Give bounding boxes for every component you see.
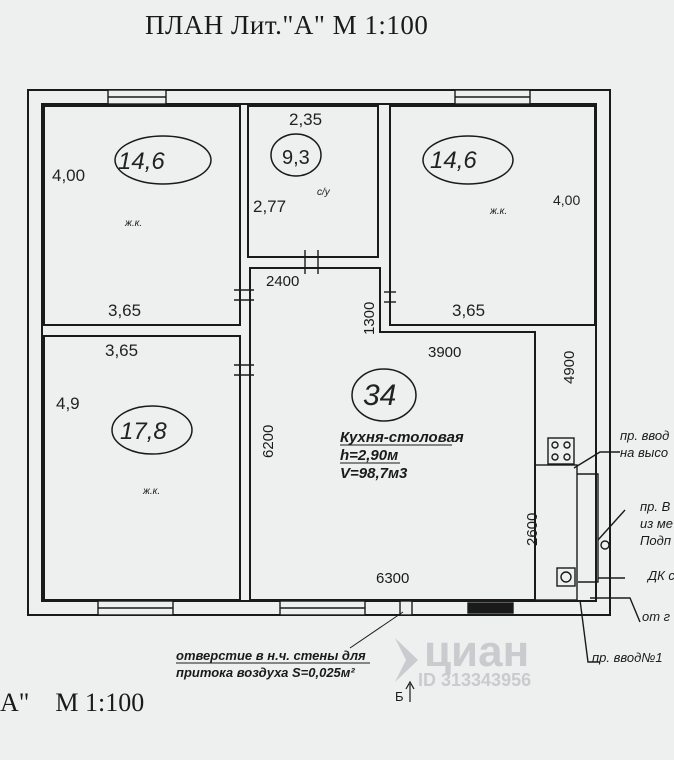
footer-quote: А" — [0, 688, 30, 717]
gas-b-line1: пр. В — [640, 499, 671, 514]
room-wc-outline — [247, 105, 379, 258]
kitchen-name: Кухня-столовая — [340, 429, 464, 446]
dim-kitchen-width-top: 3900 — [428, 344, 461, 361]
type-wc: с/у — [317, 187, 331, 198]
door-ticks — [234, 250, 396, 376]
footer-scale-text: М 1:100 — [55, 688, 145, 717]
dim-equipment-height: 2600 — [524, 513, 541, 546]
area-top-left: 14,6 — [118, 148, 165, 175]
kitchen-equipment — [534, 437, 641, 663]
watermark-logo-icon — [395, 638, 418, 682]
vent-note-line2: притока воздуха S=0,025м² — [176, 665, 355, 680]
kitchen-volume: V=98,7м3 — [340, 465, 408, 482]
dim-corridor-width: 2400 — [266, 273, 299, 290]
gas-b-line2: из ме — [640, 516, 673, 531]
watermark-id: ID 313343956 — [418, 670, 531, 690]
watermark: циан ID 313343956 — [395, 627, 531, 690]
type-top-left: ж.к. — [124, 218, 142, 229]
area-bottom-left: 17,8 — [120, 418, 167, 445]
gas-b-line3: Подп — [640, 533, 671, 548]
type-bottom-left: ж.к. — [142, 486, 160, 497]
room-top-right-outline — [389, 105, 596, 326]
width-top-right: 3,65 — [452, 301, 485, 320]
width-top-left: 3,65 — [108, 301, 141, 320]
width-bottom-left: 3,65 — [105, 341, 138, 360]
dim-kitchen-height-left: 6200 — [260, 425, 277, 458]
interior-walls — [43, 105, 596, 601]
height-wc: 2,77 — [253, 197, 286, 216]
area-wc: 9,3 — [282, 147, 310, 169]
gas-in-line2: на высо — [620, 445, 668, 460]
footer-scale: А" М 1:100 — [0, 688, 144, 718]
dk-note: ДК с — [646, 568, 674, 583]
watermark-brand: циан — [424, 627, 529, 676]
area-circles — [111, 133, 514, 455]
windows — [97, 89, 531, 616]
input1-note: пр. ввод№1 — [592, 650, 663, 665]
section-label: Б — [395, 689, 404, 704]
width-wc: 2,35 — [289, 110, 322, 129]
plan-title: ПЛАН Лит."А" М 1:100 — [145, 10, 429, 40]
room-top-left-outline — [43, 105, 241, 326]
gas-in-line1: пр. ввод — [620, 428, 669, 443]
ot-note: от г — [642, 609, 671, 624]
height-top-right: 4,00 — [553, 192, 580, 208]
kitchen-outline — [249, 267, 536, 601]
stove-icon — [547, 437, 575, 465]
area-top-right: 14,6 — [430, 147, 477, 174]
height-bottom-left: 4,9 — [56, 394, 80, 413]
counter — [534, 464, 578, 601]
type-top-right: ж.к. — [489, 206, 507, 217]
room-bottom-left-outline — [43, 335, 241, 601]
dim-corridor-height: 1300 — [361, 302, 378, 335]
area-kitchen: 34 — [363, 379, 396, 412]
vent-opening — [399, 600, 413, 616]
height-top-left: 4,00 — [52, 166, 85, 185]
vent-note-line1: отверстие в н.ч. стены для — [176, 648, 366, 663]
boiler-icon — [556, 567, 576, 587]
black-block — [467, 602, 514, 614]
dim-kitchen-height-right: 4900 — [561, 351, 578, 384]
kitchen-height: h=2,90м — [340, 447, 398, 464]
dim-kitchen-width-bottom: 6300 — [376, 570, 409, 587]
